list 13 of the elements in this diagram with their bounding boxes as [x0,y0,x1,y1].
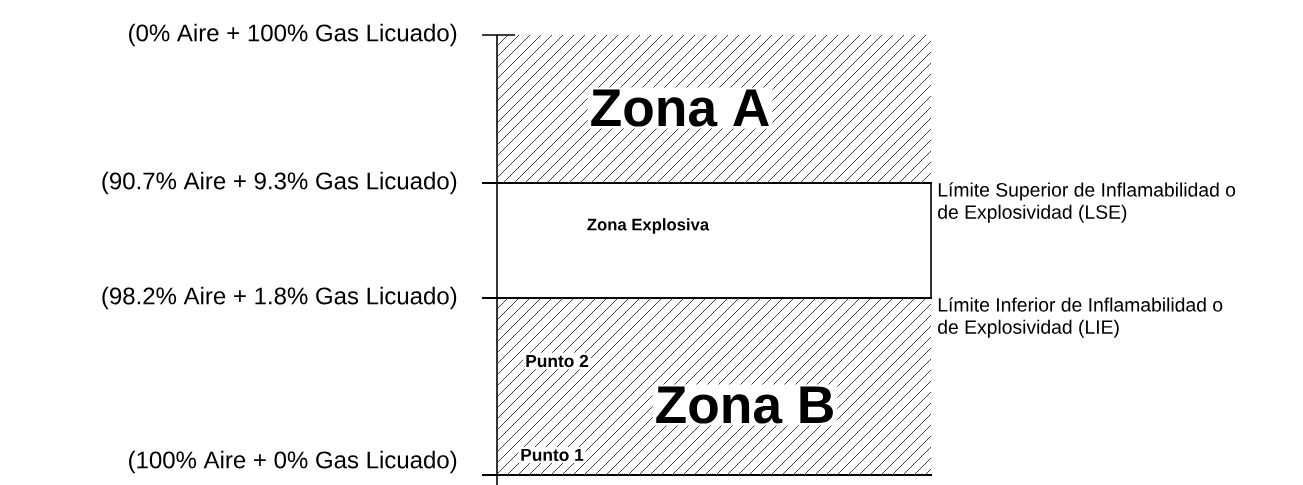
hatched-zone: Zona A [497,35,931,183]
mixture-label: (0% Aire + 100% Gas Licuado) [129,23,457,47]
mixture-label: (100% Aire + 0% Gas Licuado) [129,450,457,474]
limit-label: Límite Superior de Inflamabilidad o de Explosividad (LSE) [938,182,1236,223]
node-label: Zona A [591,89,769,127]
limit-label: Límite Inferior de Inflamabilidad o de Explosividad (LIE) [938,297,1223,338]
node-label: Punto 2 [526,354,589,368]
mixture-label: (98.2% Aire + 1.8% Gas Licuado) [102,286,457,310]
mixture-label: (90.7% Aire + 9.3% Gas Licuado) [102,171,457,195]
node-label: Punto 1 [521,448,584,462]
node-label: Zona B [656,386,833,424]
hatched-zone: Zona B Punto 2 Punto 1 [497,298,931,475]
zone-band: Zona Explosiva [584,182,932,299]
